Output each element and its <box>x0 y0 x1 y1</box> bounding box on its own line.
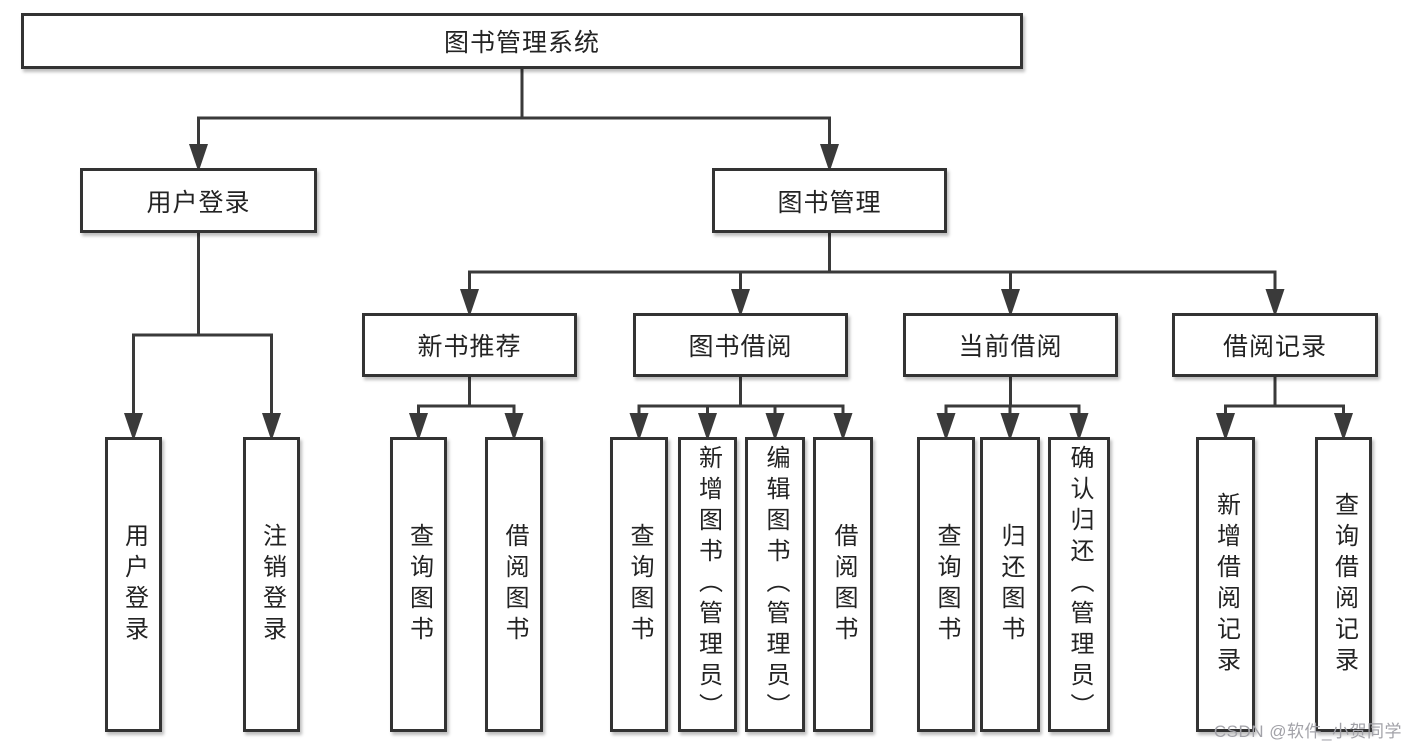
node-leaf-borrow-query-book: 查询图书 <box>610 437 668 732</box>
node-label: 查询借阅记录 <box>1330 491 1358 678</box>
node-label: 归还图书 <box>997 522 1024 647</box>
arrowhead-icon <box>833 413 853 441</box>
node-borrow: 图书借阅 <box>633 313 848 377</box>
watermark: CSDN @软件_小贺同学 <box>1213 722 1402 741</box>
arrowhead-icon <box>460 289 479 317</box>
node-label: 查询图书 <box>626 522 653 647</box>
arrowhead-icon <box>936 413 956 441</box>
node-leaf-current-query-book: 查询图书 <box>917 437 975 732</box>
arrowhead-icon <box>409 413 428 441</box>
node-leaf-user-login: 用户登录 <box>105 437 162 732</box>
node-label: 用户登录 <box>146 188 251 217</box>
node-record: 借阅记录 <box>1172 313 1378 377</box>
node-label: 用户登录 <box>120 522 148 647</box>
node-leaf-rec-query-book: 查询图书 <box>390 437 447 732</box>
node-manage: 图书管理 <box>712 168 947 233</box>
arrowhead-icon <box>124 413 143 441</box>
node-label: 新书推荐 <box>417 333 522 361</box>
node-leaf-record-query-record: 查询借阅记录 <box>1315 437 1372 732</box>
node-leaf-current-return-book: 归还图书 <box>980 437 1040 732</box>
node-leaf-borrow-borrow-book: 借阅图书 <box>813 437 873 732</box>
arrowhead-icon <box>1216 413 1235 441</box>
arrowhead-icon <box>820 144 839 172</box>
node-label: 借阅图书 <box>830 522 857 647</box>
node-leaf-current-confirm-return: 确认归还（管理员） <box>1048 437 1110 732</box>
arrowhead-icon <box>1069 413 1089 441</box>
arrowhead-icon <box>262 413 281 441</box>
node-root: 图书管理系统 <box>21 13 1023 69</box>
node-label: 当前借阅 <box>958 333 1063 361</box>
arrowhead-icon <box>1334 413 1353 441</box>
arrowhead-icon <box>504 413 524 441</box>
node-leaf-borrow-edit-book: 编辑图书（管理员） <box>745 437 805 732</box>
arrowhead-icon <box>1265 289 1285 317</box>
arrowhead-icon <box>698 413 717 441</box>
arrowhead-icon <box>1001 289 1020 317</box>
node-current: 当前借阅 <box>903 313 1118 377</box>
node-label: 注销登录 <box>258 522 286 647</box>
arrowhead-icon <box>1000 413 1020 441</box>
node-label: 借阅图书 <box>501 522 528 647</box>
arrowhead-icon <box>731 289 750 317</box>
node-label: 确认归还（管理员） <box>1066 445 1093 724</box>
arrowhead-icon <box>189 144 208 172</box>
node-leaf-record-add-record: 新增借阅记录 <box>1196 437 1255 732</box>
node-leaf-rec-borrow-book: 借阅图书 <box>485 437 543 732</box>
node-label: 图书管理系统 <box>443 29 600 57</box>
arrowhead-icon <box>765 413 785 441</box>
node-label: 查询图书 <box>933 522 960 647</box>
node-label: 图书管理 <box>777 188 882 217</box>
node-label: 新增图书（管理员） <box>694 445 722 724</box>
node-login: 用户登录 <box>80 168 317 233</box>
node-label: 新增借阅记录 <box>1212 491 1240 678</box>
arrowhead-icon <box>629 413 649 441</box>
node-label: 图书借阅 <box>688 333 793 361</box>
node-label: 查询图书 <box>405 522 433 647</box>
node-leaf-borrow-add-book: 新增图书（管理员） <box>678 437 737 732</box>
node-leaf-logout: 注销登录 <box>243 437 300 732</box>
node-label: 编辑图书（管理员） <box>762 445 789 724</box>
node-rec: 新书推荐 <box>362 313 577 377</box>
node-label: 借阅记录 <box>1222 333 1327 361</box>
